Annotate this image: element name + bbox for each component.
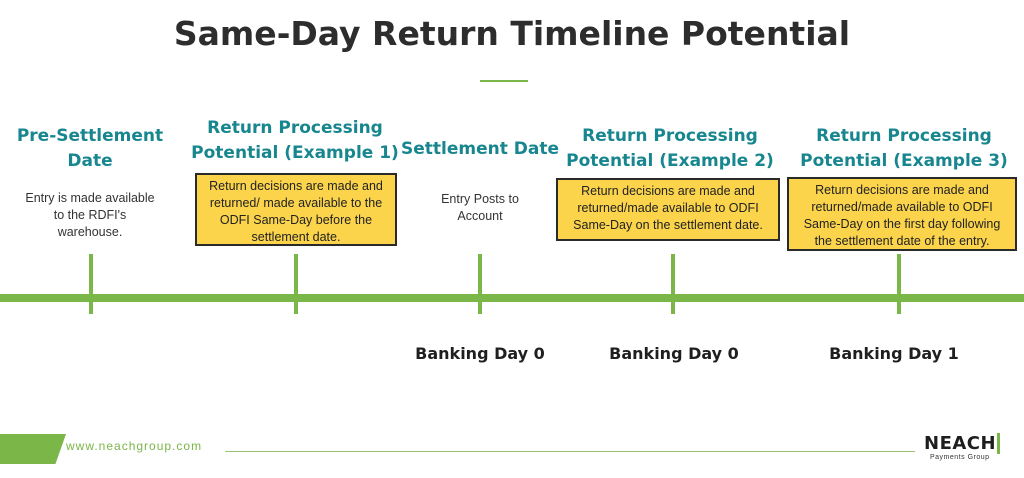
stage-heading-example-3: Return Processing Potential (Example 3)	[800, 126, 1008, 171]
title-divider	[480, 80, 528, 82]
stage-heading-example-1: Return Processing Potential (Example 1)	[191, 118, 399, 163]
logo-text-last-letter: H	[980, 433, 1001, 454]
stage-heading-settlement: Settlement Date	[400, 139, 559, 159]
footer-divider	[225, 451, 915, 452]
timeline-tick-pre-settlement	[89, 254, 93, 314]
banking-day-example-3: Banking Day 1	[829, 344, 959, 363]
timeline-tick-example-3	[897, 254, 901, 314]
stage-box-example-2: Return decisions are made and returned/m…	[556, 178, 780, 241]
stage-box-example-3: Return decisions are made and returned/m…	[787, 177, 1017, 251]
stage-heading-example-2: Return Processing Potential (Example 2)	[566, 126, 774, 171]
timeline-tick-example-1	[294, 254, 298, 314]
logo-text: NEAC	[924, 433, 981, 454]
timeline-bar	[0, 294, 1024, 302]
stage-box-example-1: Return decisions are made and returned/ …	[195, 173, 397, 246]
banking-day-example-2: Banking Day 0	[609, 344, 739, 363]
banking-day-settlement: Banking Day 0	[415, 344, 545, 363]
timeline-tick-example-2	[671, 254, 675, 314]
stage-description-settlement: Entry Posts to Account	[441, 192, 519, 223]
footer-accent-bar	[0, 434, 66, 464]
stage-description-pre-settlement: Entry is made available to the RDFI's wa…	[25, 191, 155, 239]
stage-heading-pre-settlement: Pre-Settlement Date	[16, 126, 164, 171]
neach-logo: NEACH Payments Group	[924, 433, 1004, 462]
footer-url: www.neachgroup.com	[66, 439, 203, 453]
logo-subtitle: Payments Group	[930, 454, 990, 461]
page-title: Same-Day Return Timeline Potential	[173, 14, 851, 53]
timeline-tick-settlement	[478, 254, 482, 314]
